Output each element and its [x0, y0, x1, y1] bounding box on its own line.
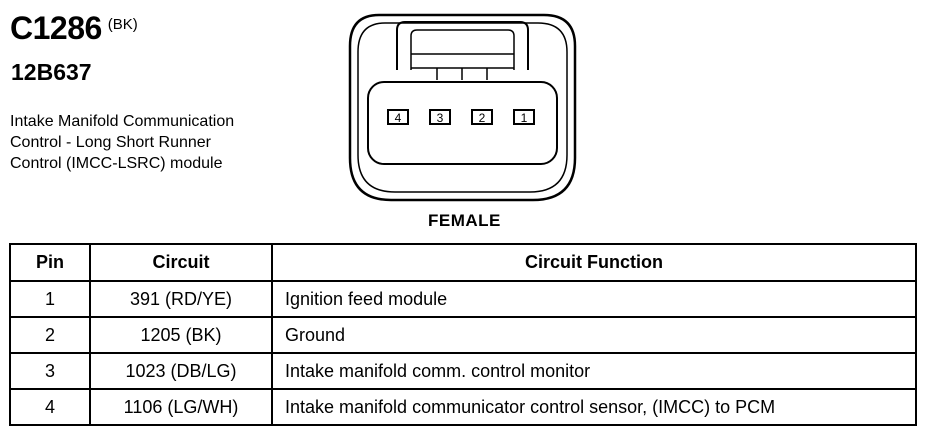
- header-circuit: Circuit: [89, 243, 273, 282]
- part-number: 12B637: [11, 59, 92, 85]
- pin-label: 1: [521, 111, 528, 125]
- table-row: 2 1205 (BK) Ground: [9, 316, 917, 354]
- locking-tab: [396, 21, 529, 70]
- description-line: Control (IMCC-LSRC) module: [10, 155, 223, 172]
- table-row: 4 1106 (LG/WH) Intake manifold communica…: [9, 388, 917, 426]
- cell-pin: 2: [9, 316, 91, 354]
- cell-circuit: 1205 (BK): [89, 316, 273, 354]
- pin-cavity-1: 1: [513, 109, 535, 125]
- connector-title: C1286 (BK): [10, 10, 138, 47]
- table-row: 3 1023 (DB/LG) Intake manifold comm. con…: [9, 352, 917, 390]
- pin-label: 2: [479, 111, 486, 125]
- cell-circuit: 391 (RD/YE): [89, 280, 273, 318]
- cell-circuit-function: Intake manifold comm. control monitor: [271, 352, 917, 390]
- cell-circuit-function: Intake manifold communicator control sen…: [271, 388, 917, 426]
- cell-pin: 1: [9, 280, 91, 318]
- pin-label: 3: [437, 111, 444, 125]
- cell-circuit: 1023 (DB/LG): [89, 352, 273, 390]
- connector-outer-shell: [348, 13, 577, 202]
- table-row: 1 391 (RD/YE) Ignition feed module: [9, 280, 917, 318]
- description-line: Intake Manifold Communication: [10, 113, 235, 130]
- pin-cavity-4: 4: [387, 109, 409, 125]
- cell-circuit: 1106 (LG/WH): [89, 388, 273, 426]
- cell-pin: 4: [9, 388, 91, 426]
- header-circuit-function: Circuit Function: [271, 243, 917, 282]
- pin-cavity-3: 3: [429, 109, 451, 125]
- locking-tab-inner: [410, 29, 515, 70]
- cell-circuit-function: Ground: [271, 316, 917, 354]
- connector-description: Intake Manifold Communication Control - …: [10, 111, 310, 174]
- description-line: Control - Long Short Runner: [10, 134, 211, 151]
- cell-pin: 3: [9, 352, 91, 390]
- table-header-row: Pin Circuit Circuit Function: [9, 243, 917, 282]
- connector-inner-shell: [357, 22, 568, 193]
- connector-id: C1286: [10, 10, 102, 46]
- pin-cavity-2: 2: [471, 109, 493, 125]
- pinout-table: Pin Circuit Circuit Function 1 391 (RD/Y…: [9, 243, 917, 426]
- connector-face-diagram: 4 3 2 1: [348, 13, 577, 202]
- pin-label: 4: [395, 111, 402, 125]
- header-pin: Pin: [9, 243, 91, 282]
- cell-circuit-function: Ignition feed module: [271, 280, 917, 318]
- pin-cavity-area: [367, 81, 558, 165]
- connector-color-code: (BK): [107, 16, 138, 33]
- connector-gender-label: FEMALE: [428, 211, 501, 230]
